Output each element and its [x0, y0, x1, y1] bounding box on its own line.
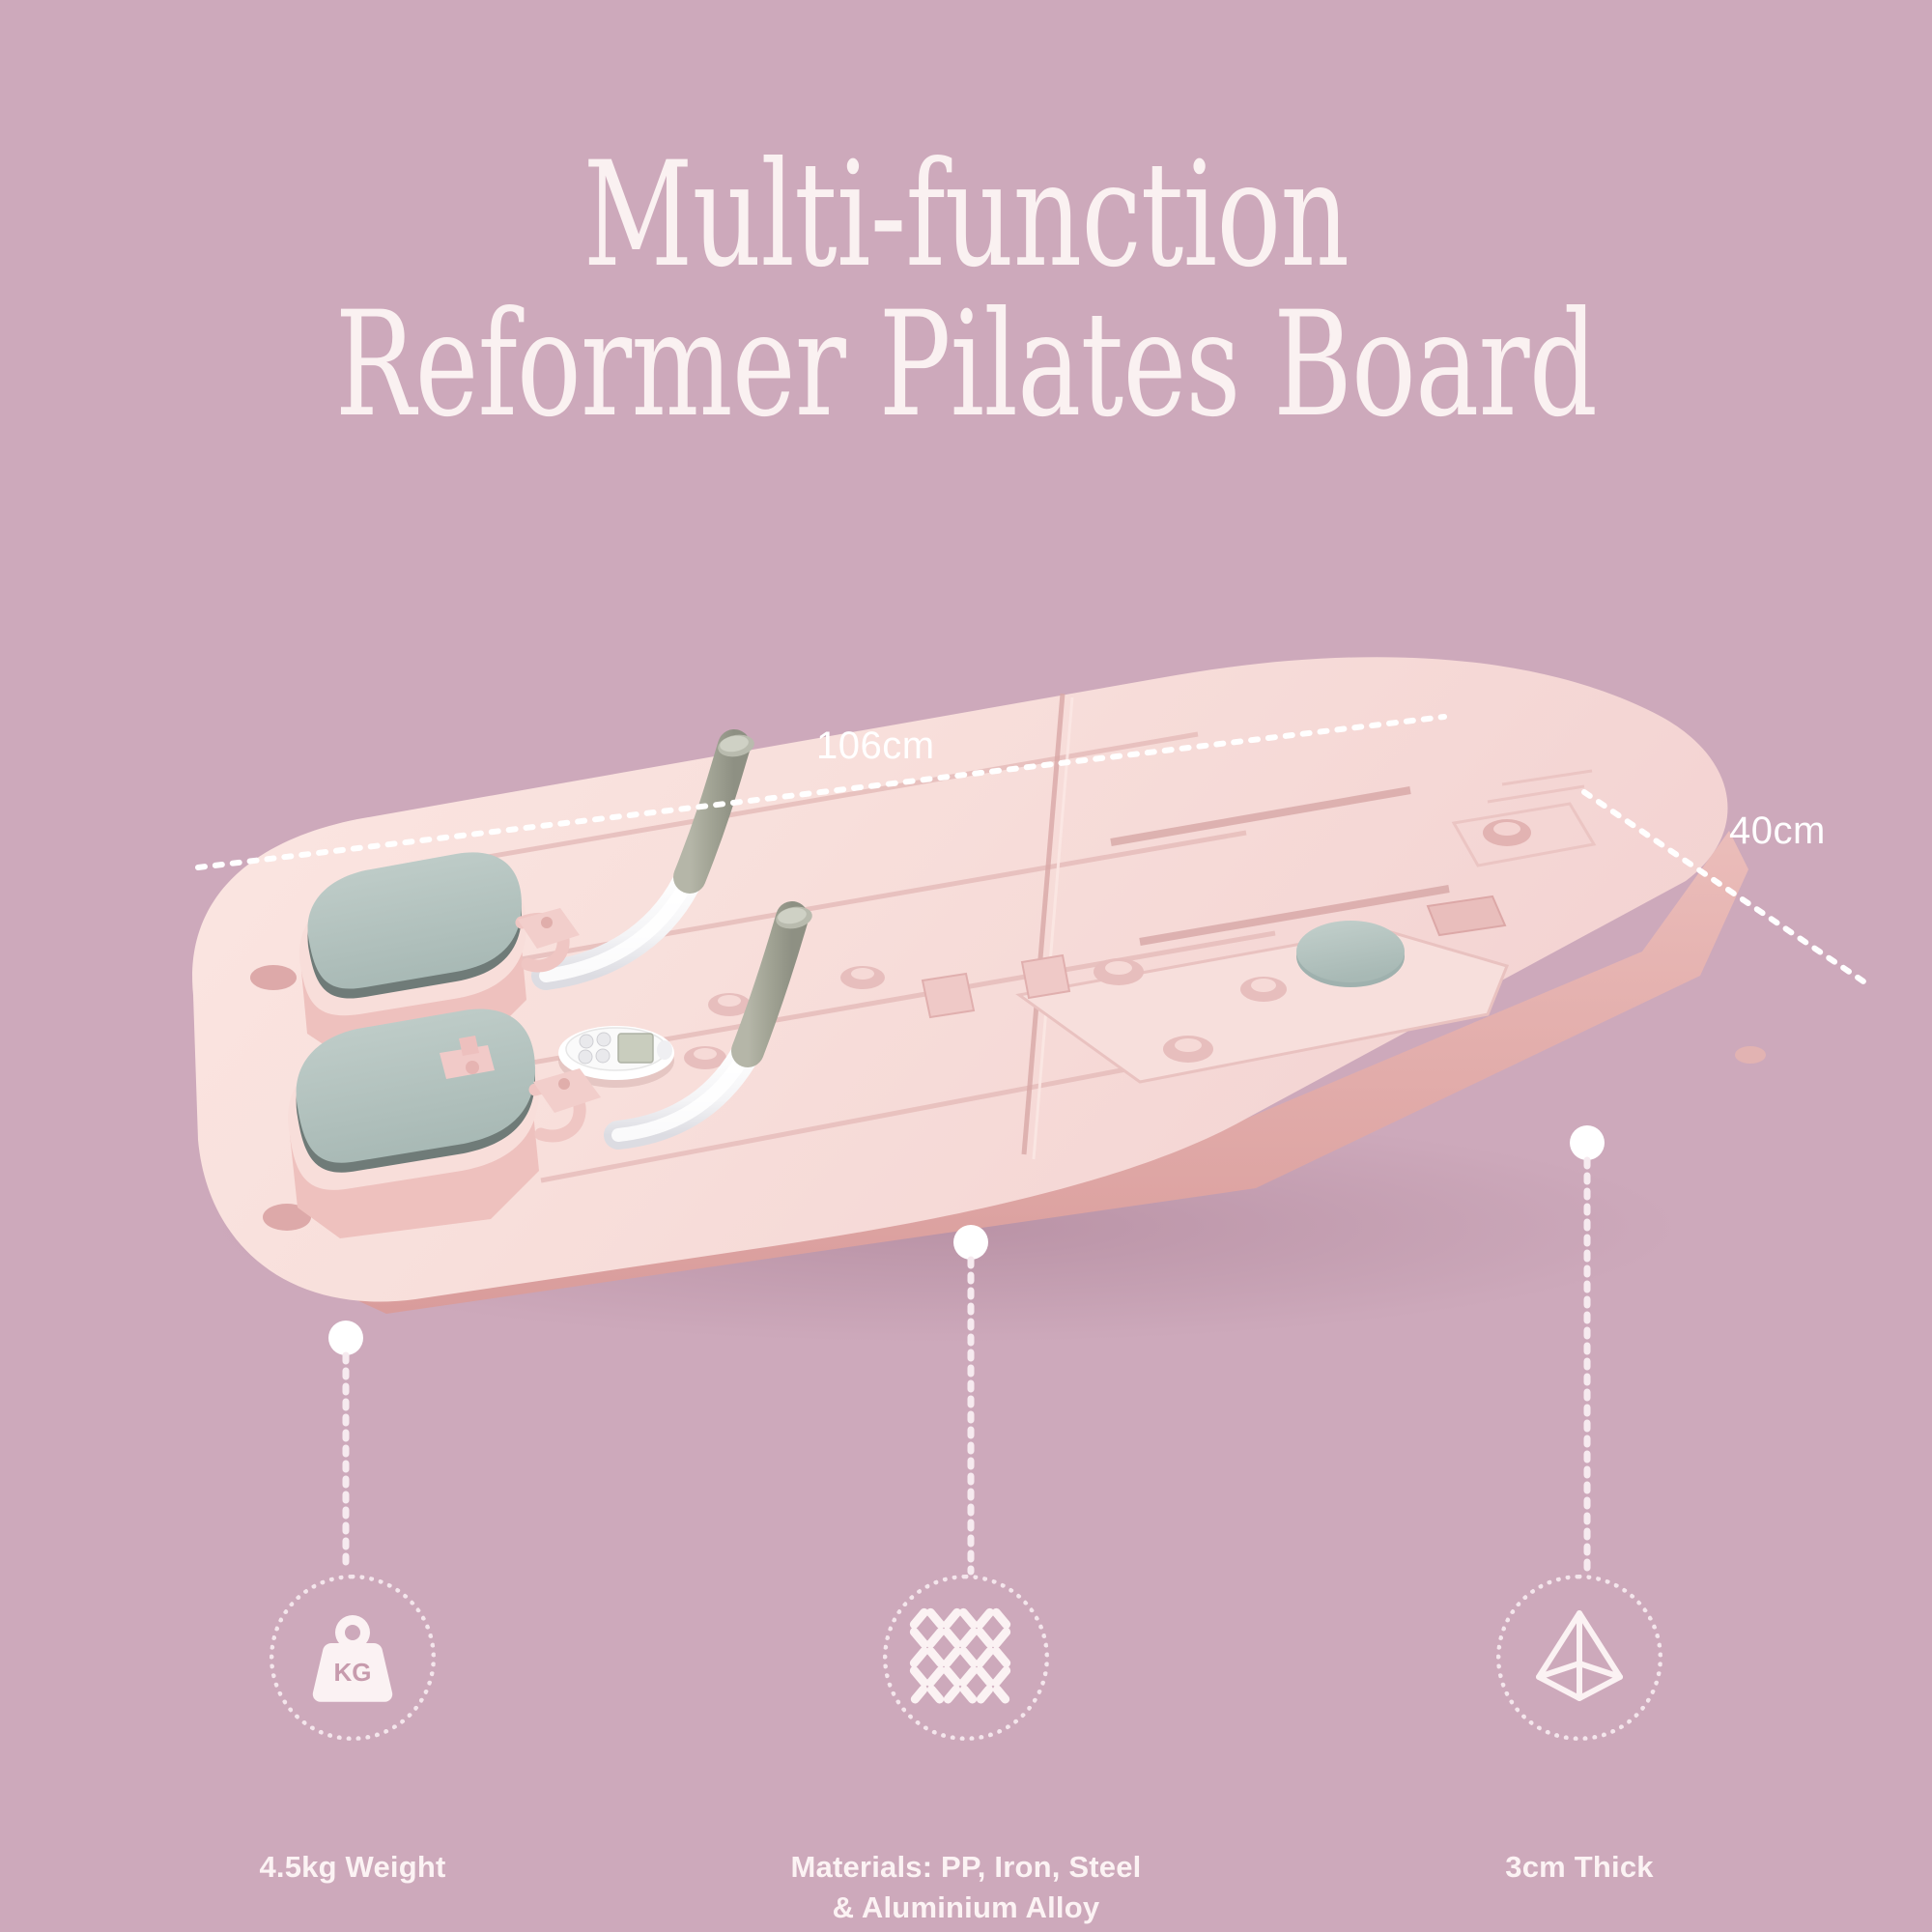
- board-center-latch: [440, 1036, 495, 1079]
- board-mount-holes: [250, 819, 1766, 1231]
- board-grey-pad: [1296, 921, 1405, 982]
- feature-materials: Materials: PP, Iron, Steel & Aluminium A…: [758, 1575, 1174, 1928]
- handle-bar-lower: [604, 901, 812, 1150]
- feature-thickness-label: 3cm Thick: [1505, 1850, 1654, 1884]
- display-lcd-screen: [617, 1033, 654, 1064]
- feature-thickness: 3cm Thick: [1372, 1575, 1787, 1928]
- woven-texture-icon: [909, 1607, 1011, 1704]
- feature-weight-label: 4.5kg Weight: [259, 1850, 446, 1884]
- weight-kg-icon: KG: [312, 1615, 393, 1702]
- foot-pad-upper-grip: [307, 852, 522, 989]
- foot-pad-lower-screw: [558, 1078, 570, 1090]
- foot-pad-upper-screw: [541, 917, 553, 928]
- board-slots: [921, 895, 1507, 1019]
- dimension-label-depth: 40cm: [1729, 810, 1826, 852]
- foot-pad-upper-bracket: [518, 908, 580, 949]
- feature-thickness-circle: [1496, 1575, 1662, 1741]
- dimension-label-length: 106cm: [816, 724, 935, 767]
- feature-materials-circle: [883, 1575, 1049, 1741]
- foot-pad-lower-bracket: [533, 1068, 601, 1113]
- weight-icon-kg-text: KG: [334, 1658, 372, 1687]
- feature-materials-label: Materials: PP, Iron, Steel & Aluminium A…: [790, 1850, 1142, 1924]
- feature-list: KG 4.5kg Weight: [0, 1575, 1932, 1928]
- pyramid-3d-icon: [1536, 1610, 1623, 1701]
- feature-weight-circle: KG: [270, 1575, 436, 1741]
- feature-weight: KG 4.5kg Weight: [145, 1575, 560, 1928]
- digital-display-monitor[interactable]: [558, 1026, 674, 1088]
- foot-pad-upper: [298, 852, 580, 1061]
